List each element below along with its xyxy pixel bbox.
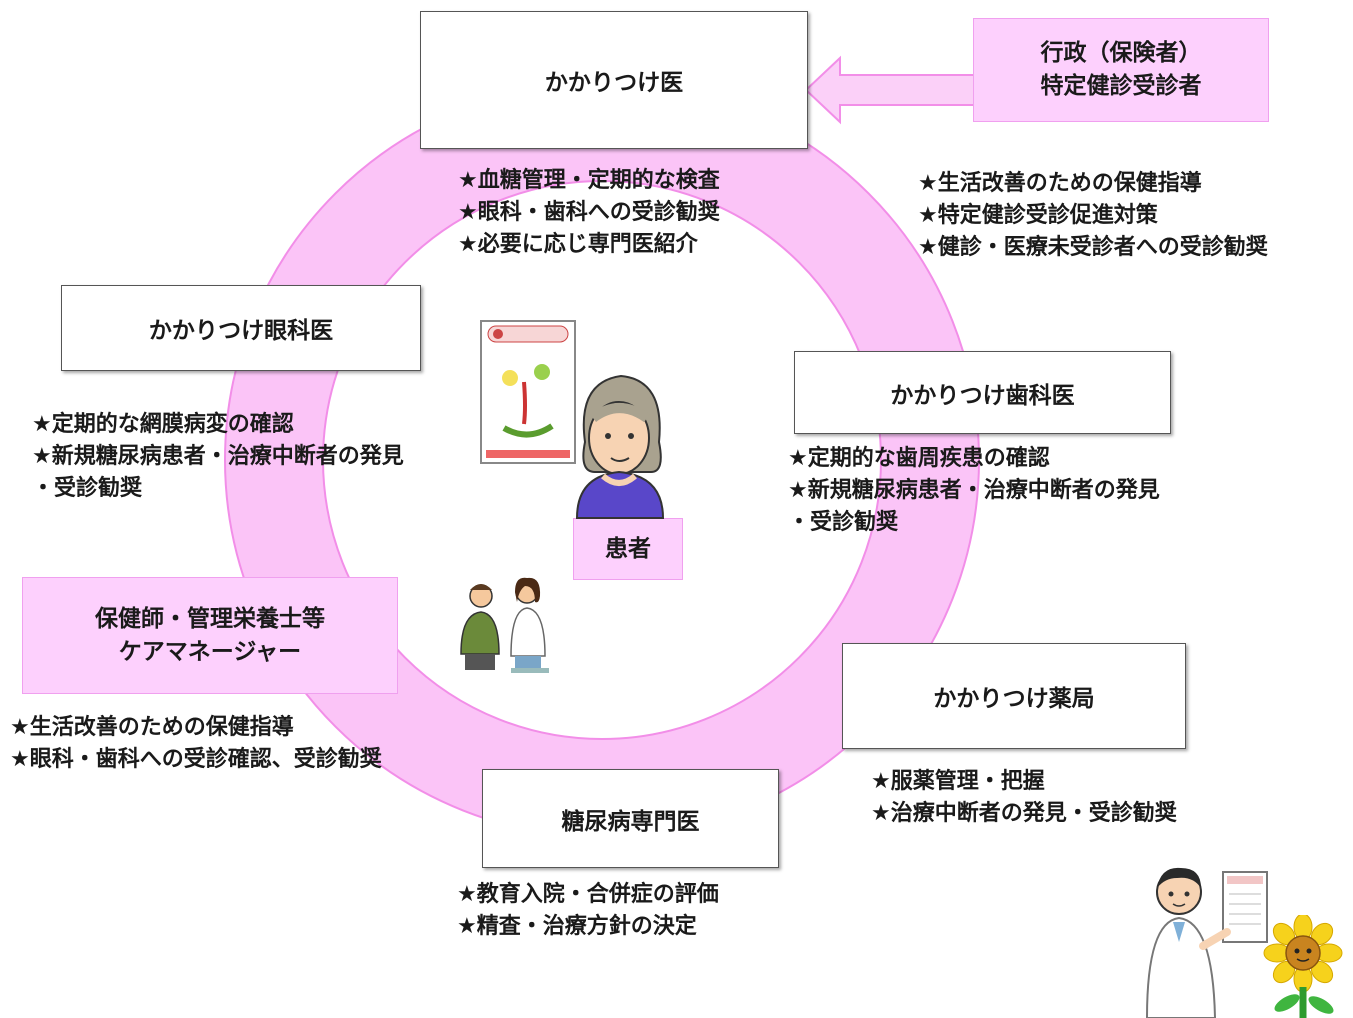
eye-doctor-box: かかりつけ眼科医 — [61, 285, 421, 371]
note-line: ・受診勧奨 — [788, 510, 899, 535]
kakaritsuke-doctor-box: かかりつけ医 — [420, 11, 808, 149]
kakaritsuke-doctor-notes: ★血糖管理・定期的な検査 ★眼科・歯科への受診勧奨 ★必要に応じ専門医紹介 — [458, 165, 720, 261]
note-line: ★教育入院・合併症の評価 — [457, 882, 719, 907]
public-health-line2: ケアマネージャー — [118, 638, 302, 665]
kakaritsuke-doctor-label: かかりつけ医 — [544, 70, 684, 96]
patient-box: 患者 — [573, 518, 683, 580]
eye-doctor-notes: ★定期的な網膜病変の確認 ★新規糖尿病患者・治療中断者の発見 ・受診勧奨 — [32, 409, 404, 505]
dentist-box: かかりつけ歯科医 — [794, 351, 1171, 434]
note-line: ★特定健診受診促進対策 — [918, 203, 1158, 228]
public-health-box: 保健師・管理栄養士等 ケアマネージャー — [22, 577, 398, 694]
note-line: ★生活改善のための保健指導 — [10, 715, 294, 740]
note-line: ★必要に応じ専門医紹介 — [458, 232, 698, 257]
diabetes-specialist-box: 糖尿病専門医 — [482, 769, 779, 868]
pharmacy-label: かかりつけ薬局 — [933, 686, 1095, 712]
public-health-notes: ★生活改善のための保健指導 ★眼科・歯科への受診確認、受診勧奨 — [10, 712, 382, 776]
note-line: ★新規糖尿病患者・治療中断者の発見 — [32, 444, 404, 469]
gyosei-line1: 行政（保険者） — [1040, 40, 1202, 66]
patient-label: 患者 — [605, 535, 651, 562]
left-arrow — [804, 55, 976, 125]
pharmacy-notes: ★服薬管理・把握 ★治療中断者の発見・受診勧奨 — [871, 766, 1177, 830]
note-line: ★健診・医療未受診者への受診勧奨 — [918, 235, 1268, 260]
eye-doctor-label: かかりつけ眼科医 — [148, 318, 334, 344]
dentist-notes: ★定期的な歯周疾患の確認 ★新規糖尿病患者・治療中断者の発見 ・受診勧奨 — [788, 443, 1160, 539]
gyosei-box: 行政（保険者） 特定健診受診者 — [973, 18, 1269, 122]
note-line: ★生活改善のための保健指導 — [918, 171, 1202, 196]
gyosei-line2: 特定健診受診者 — [1040, 73, 1202, 99]
note-line: ・受診勧奨 — [32, 476, 143, 501]
diabetes-specialist-label: 糖尿病専門医 — [561, 808, 700, 835]
sunflower-mascot-icon — [1263, 915, 1343, 1018]
note-line: ★眼科・歯科への受診勧奨 — [458, 200, 720, 225]
note-line: ★服薬管理・把握 — [871, 769, 1045, 794]
doctor-with-chart-icon — [1145, 867, 1268, 1018]
gyosei-notes: ★生活改善のための保健指導 ★特定健診受診促進対策 ★健診・医療未受診者への受診… — [918, 168, 1268, 264]
note-line: ★精査・治療方針の決定 — [457, 914, 697, 939]
pharmacy-box: かかりつけ薬局 — [842, 643, 1186, 749]
note-line: ★定期的な網膜病変の確認 — [32, 412, 294, 437]
note-line: ★眼科・歯科への受診確認、受診勧奨 — [10, 747, 382, 772]
note-line: ★血糖管理・定期的な検査 — [458, 168, 720, 193]
elderly-patient-icon — [575, 374, 665, 519]
diabetes-notebook-icon — [480, 320, 576, 464]
dentist-label: かかりつけ歯科医 — [890, 382, 1075, 409]
consultation-icon — [460, 577, 549, 673]
note-line: ★新規糖尿病患者・治療中断者の発見 — [788, 478, 1160, 503]
diabetes-specialist-notes: ★教育入院・合併症の評価 ★精査・治療方針の決定 — [457, 879, 719, 943]
note-line: ★定期的な歯周疾患の確認 — [788, 446, 1050, 471]
note-line: ★治療中断者の発見・受診勧奨 — [871, 801, 1177, 826]
public-health-line1: 保健師・管理栄養士等 — [95, 605, 325, 632]
